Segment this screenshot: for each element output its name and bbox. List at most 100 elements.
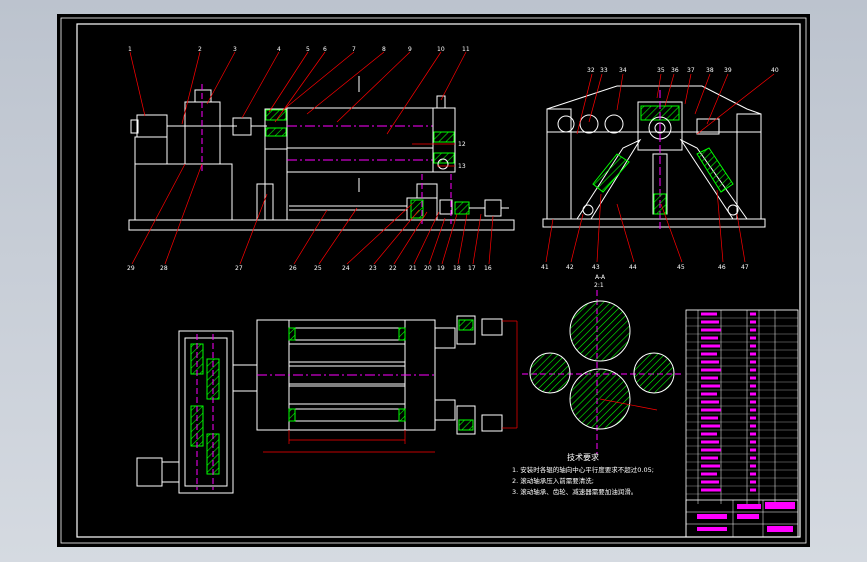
right-roll-section	[633, 352, 675, 394]
tech-note: 3. 滚动轴承、齿轮、减速器需要加油润滑。	[512, 487, 637, 496]
bom-entry	[701, 360, 719, 364]
bom-entry	[701, 480, 719, 484]
bom-entry	[701, 368, 721, 372]
bom-entry	[701, 392, 717, 396]
inner-border	[76, 23, 801, 538]
side-view-callouts: 32 33 34 35 36 37 38 39 40 41 42 43 44 4…	[541, 67, 779, 271]
callout: 16	[484, 265, 492, 272]
bom-entry	[750, 456, 756, 460]
scale-label: 2:1	[594, 282, 604, 289]
callout: 23	[369, 265, 377, 272]
callout: 20	[424, 265, 432, 272]
bom-entry	[750, 440, 756, 444]
callout: 3	[233, 46, 237, 53]
bom-entry	[750, 376, 756, 380]
technical-requirements: 技术要求 1. 安装时各辊的轴向中心平行度要求不超过0.05; 2. 滚动轴承压…	[512, 452, 654, 496]
bom-entry	[701, 456, 718, 460]
drawing-sheet: 1 2 3 4 5 6 7 8 9 10 11 12 13 29 28 27 2…	[57, 14, 810, 547]
bom-entry	[701, 416, 718, 420]
bom-entry	[701, 488, 721, 492]
bom-entry	[701, 320, 719, 324]
callout: 19	[437, 265, 445, 272]
bom-entry	[750, 328, 756, 332]
callout: 24	[342, 265, 350, 272]
bom-entry	[750, 408, 756, 412]
callout: 45	[677, 264, 685, 271]
side-view	[542, 85, 766, 229]
bom-entry	[750, 344, 756, 348]
bom-entry	[701, 312, 717, 316]
callout: 13	[458, 163, 466, 170]
bom-entry	[701, 440, 719, 444]
callout: 4	[277, 46, 281, 53]
callout: 12	[458, 141, 466, 148]
bom-entry	[750, 352, 756, 356]
bom-entry	[701, 424, 720, 428]
plan-gearbox	[178, 330, 234, 494]
callout: 5	[306, 46, 310, 53]
base-plate	[128, 219, 515, 231]
callout: 29	[127, 265, 135, 272]
side-base	[542, 218, 766, 228]
front-view-callouts-bottom: 29 28 27 26 25 24 23 22 21 20 19 18 17 1…	[127, 265, 492, 272]
drawing-canvas: 1 2 3 4 5 6 7 8 9 10 11 12 13 29 28 27 2…	[60, 17, 807, 544]
callout: 46	[718, 264, 726, 271]
callout: 32	[587, 67, 595, 74]
front-view-leaders	[129, 51, 494, 265]
plan-motor	[136, 457, 163, 487]
callout: 1	[128, 46, 132, 53]
bill-of-materials	[685, 309, 799, 538]
bom-entry	[701, 408, 721, 412]
bom-entry	[750, 336, 756, 340]
callout: 36	[671, 67, 679, 74]
bom-entry	[750, 472, 756, 476]
motor-body	[136, 114, 168, 138]
bom-entry	[701, 344, 720, 348]
bom-entry	[701, 472, 717, 476]
callout: 11	[462, 46, 470, 53]
callout: 2	[198, 46, 202, 53]
bom-entry	[701, 384, 720, 388]
bom-entry	[750, 320, 756, 324]
callout: 17	[468, 265, 476, 272]
callout: 6	[323, 46, 327, 53]
callout: 21	[409, 265, 417, 272]
bom-entry	[701, 448, 721, 452]
callout: 37	[687, 67, 695, 74]
bom-entry	[750, 488, 756, 492]
callout: 40	[771, 67, 779, 74]
bom-entry	[701, 400, 719, 404]
callout: 33	[600, 67, 608, 74]
front-view-callouts-top: 1 2 3 4 5 6 7 8 9 10 11 12 13	[128, 46, 470, 170]
callout: 8	[382, 46, 386, 53]
bom-entry	[750, 432, 756, 436]
upper-roll-section	[569, 300, 631, 362]
bom-entry	[701, 352, 717, 356]
bom-entry	[701, 464, 720, 468]
tech-note: 1. 安装时各辊的轴向中心平行度要求不超过0.05;	[512, 465, 654, 474]
bom-entry	[701, 376, 718, 380]
bom-entry	[750, 368, 756, 372]
bom-entry	[701, 336, 718, 340]
tech-note: 2. 滚动轴承压入前需要清洗;	[512, 476, 594, 485]
callout: 39	[724, 67, 732, 74]
bom-entry	[750, 384, 756, 388]
reducer-base	[134, 163, 233, 221]
callout: 7	[352, 46, 356, 53]
callout: 9	[408, 46, 412, 53]
bom-entry	[750, 424, 756, 428]
tech-title: 技术要求	[567, 452, 599, 462]
callout: 18	[453, 265, 461, 272]
callout: 34	[619, 67, 627, 74]
bom-entry	[750, 400, 756, 404]
main-roll	[286, 107, 434, 149]
callout: 38	[706, 67, 714, 74]
bom-entry	[750, 448, 756, 452]
callout: 41	[541, 264, 549, 271]
callout: 27	[235, 265, 243, 272]
bom-entry	[750, 480, 756, 484]
side-view-leaders	[545, 73, 775, 263]
bom-entry	[701, 432, 717, 436]
front-view	[128, 76, 515, 231]
